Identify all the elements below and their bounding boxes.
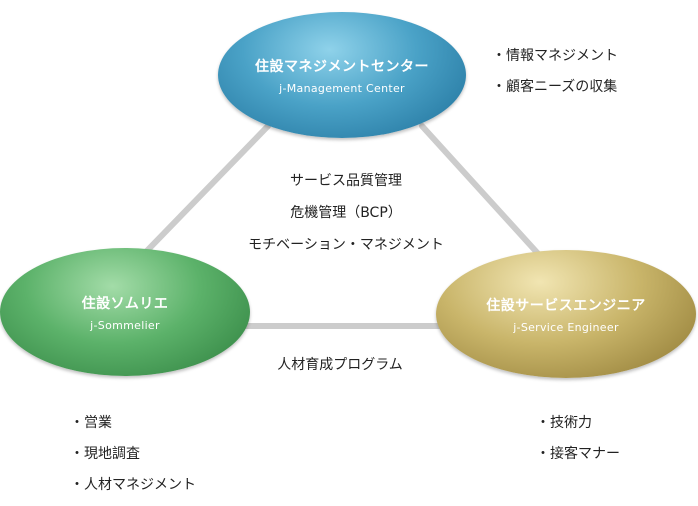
list-item: ・接客マナー bbox=[536, 446, 620, 462]
connector-lines bbox=[137, 123, 545, 329]
center-item: サービス品質管理 bbox=[290, 173, 402, 189]
list-item: ・営業 bbox=[70, 415, 112, 431]
center-item: 危機管理（BCP） bbox=[290, 205, 402, 221]
management-bullet-list: ・情報マネジメント ・顧客ニーズの収集 bbox=[492, 46, 618, 108]
list-item: ・情報マネジメント bbox=[492, 48, 618, 64]
node-sommelier-subtitle: j-Sommelier bbox=[90, 318, 160, 332]
node-management-subtitle: j-Management Center bbox=[279, 81, 405, 95]
sommelier-bullet-list: ・営業 ・現地調査 ・人材マネジメント bbox=[70, 413, 196, 506]
node-service-engineer: 住設サービスエンジニア j-Service Engineer bbox=[436, 250, 696, 378]
node-sommelier: 住設ソムリエ j-Sommelier bbox=[0, 248, 250, 376]
node-engineer-subtitle: j-Service Engineer bbox=[513, 320, 619, 334]
list-item: ・現地調査 bbox=[70, 446, 140, 462]
node-management-center: 住設マネジメントセンター j-Management Center bbox=[218, 12, 466, 138]
node-sommelier-title: 住設ソムリエ bbox=[81, 295, 169, 312]
node-engineer-title: 住設サービスエンジニア bbox=[486, 297, 646, 314]
center-item-list: サービス品質管理 危機管理（BCP） モチベーション・マネジメント bbox=[226, 171, 466, 267]
training-program-label: 人材育成プログラム bbox=[277, 357, 403, 373]
node-management-title: 住設マネジメントセンター bbox=[255, 58, 429, 75]
connector-management-engineer bbox=[419, 123, 545, 261]
list-item: ・顧客ニーズの収集 bbox=[492, 79, 618, 95]
connector-management-sommelier bbox=[137, 123, 271, 261]
engineer-bullet-list: ・技術力 ・接客マナー bbox=[536, 413, 620, 475]
center-item: モチベーション・マネジメント bbox=[248, 237, 444, 253]
list-item: ・技術力 bbox=[536, 415, 592, 431]
list-item: ・人材マネジメント bbox=[70, 477, 196, 493]
